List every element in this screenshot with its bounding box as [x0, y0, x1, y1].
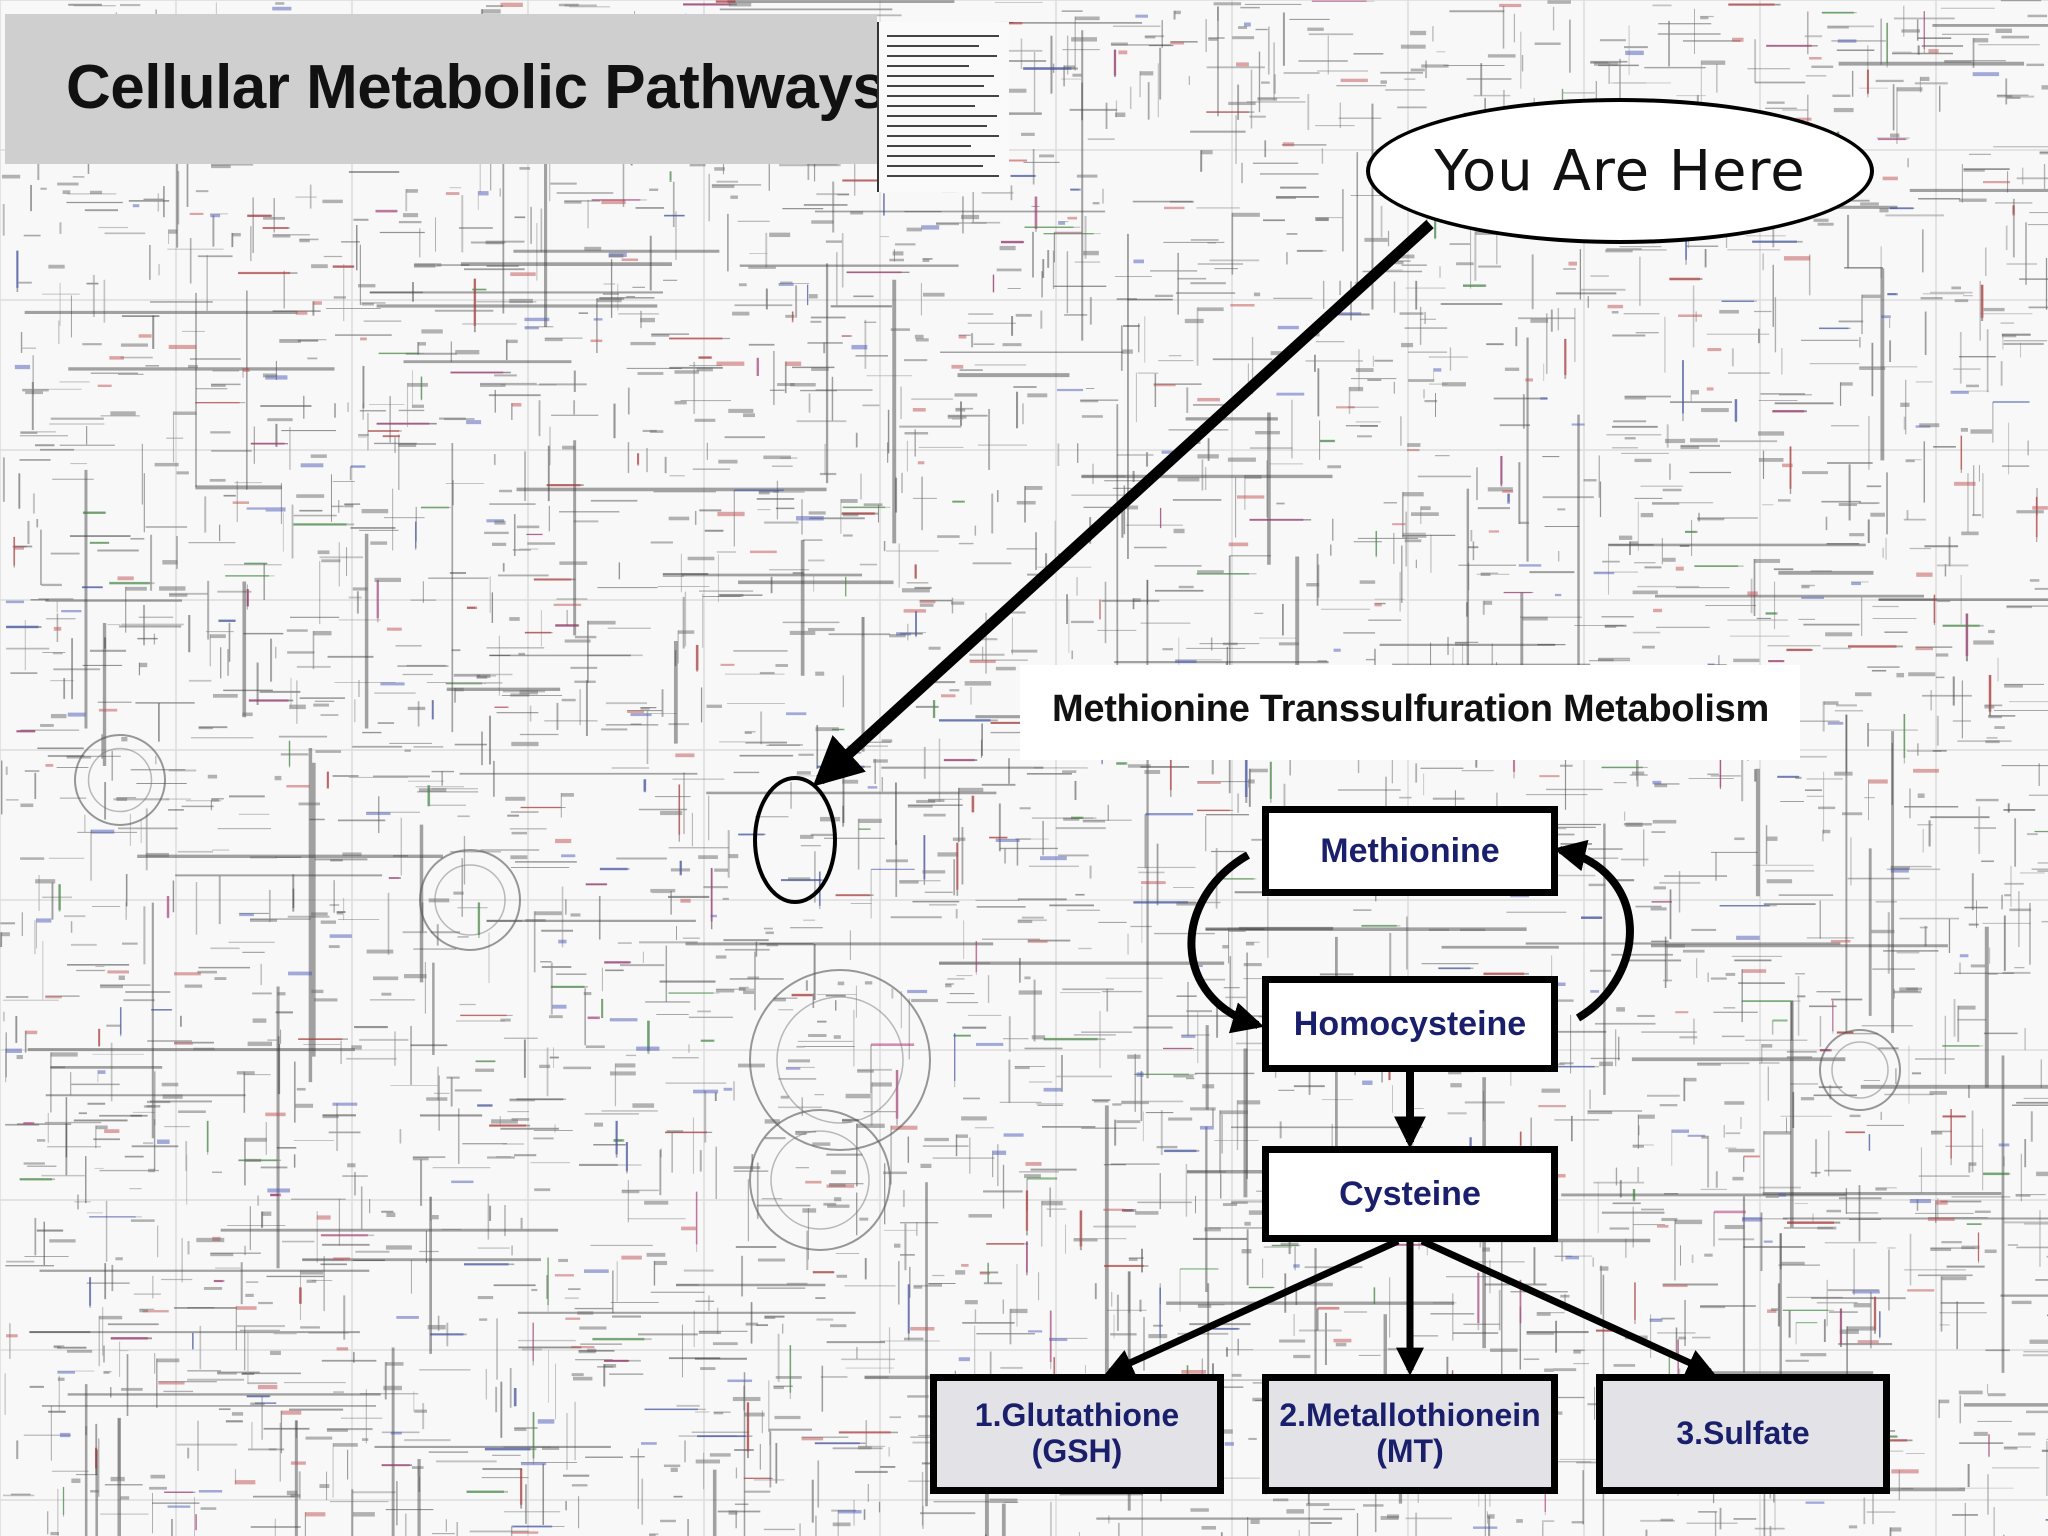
- node-methionine: Methionine: [1262, 806, 1558, 896]
- title-band: [5, 14, 877, 164]
- you-are-here-bubble: [1366, 98, 1874, 244]
- node-sulfate: 3.Sulfate: [1596, 1374, 1890, 1494]
- node-metallothionein: 2.Metallothionein (MT): [1262, 1374, 1558, 1494]
- node-homocysteine: Homocysteine: [1262, 976, 1558, 1072]
- you-are-here-label: You Are Here: [1434, 138, 1806, 204]
- pathway-subtitle: Methionine Transsulfuration Metabolism: [1052, 688, 1770, 730]
- map-legend-block: [877, 22, 1009, 192]
- node-cysteine: Cysteine: [1262, 1146, 1558, 1242]
- node-glutathione: 1.Glutathione (GSH): [930, 1374, 1224, 1494]
- page-title: Cellular Metabolic Pathways: [66, 53, 887, 122]
